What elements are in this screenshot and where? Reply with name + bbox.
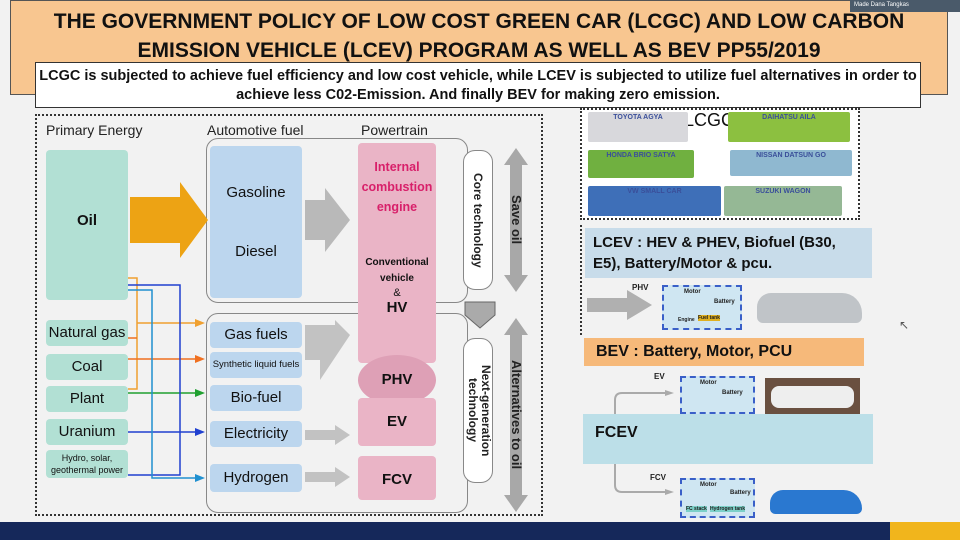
- phv-car-image: [757, 293, 862, 323]
- ice-label: Internal combustion engine: [361, 160, 433, 214]
- alternatives-to-oil-label: Alternatives to oil: [509, 360, 524, 470]
- save-oil-arrow: [504, 148, 528, 292]
- phv-diagram: Motor Battery Engine Fuel tank: [662, 285, 742, 330]
- engine-label: Engine: [678, 317, 695, 323]
- fcv-label: FCV: [650, 473, 666, 482]
- battery-label: Battery: [722, 390, 743, 396]
- ev-diagram: Motor Battery: [680, 376, 755, 414]
- primary-natural-gas: Natural gas: [46, 320, 128, 346]
- fuel-electricity: Electricity: [210, 421, 302, 447]
- conventional-label: Conventional vehicle: [365, 257, 429, 284]
- fcv-diagram: Motor Battery FC stack Hydrogen tank: [680, 478, 755, 518]
- fuel-diesel: Diesel: [235, 243, 277, 260]
- fc-stack-label: FC stack: [686, 506, 707, 512]
- motor-label: Motor: [700, 482, 717, 488]
- fuel-gasoline: Gasoline: [226, 184, 286, 201]
- amp-label: &: [393, 287, 401, 299]
- phv-label: PHV: [632, 283, 649, 292]
- fuel-biofuel: Bio-fuel: [210, 385, 302, 411]
- ev-car-image: [765, 378, 860, 414]
- primary-coal: Coal: [46, 354, 128, 380]
- ice-arrow: [305, 188, 350, 252]
- hv-label: HV: [386, 299, 408, 316]
- fcv-car-image: [770, 490, 862, 514]
- ev-label: EV: [654, 372, 665, 381]
- primary-plant: Plant: [46, 386, 128, 412]
- bottom-bar: [0, 522, 960, 540]
- fuel-hydrogen: Hydrogen: [210, 464, 302, 492]
- fcev-banner: FCEV: [583, 414, 873, 464]
- header-powertrain: Powertrain: [361, 122, 428, 138]
- primary-hydro-solar: Hydro, solar, geothermal power: [46, 450, 128, 478]
- oil-arrow: [130, 182, 208, 258]
- primary-oil: Oil: [46, 150, 128, 300]
- car-image: NISSAN DATSUN GO: [730, 150, 852, 176]
- primary-uranium: Uranium: [46, 419, 128, 445]
- battery-label: Battery: [730, 490, 751, 496]
- bev-banner: BEV : Battery, Motor, PCU: [584, 338, 864, 366]
- header-primary-energy: Primary Energy: [46, 122, 143, 138]
- fuel-gasoline-diesel: Gasoline Diesel: [210, 146, 302, 298]
- hydrogen-tank-label: Hydrogen tank: [710, 506, 746, 512]
- car-image: VW SMALL CAR: [588, 186, 721, 216]
- fuel-gas: Gas fuels: [210, 322, 302, 348]
- car-image: SUZUKI WAGON: [724, 186, 842, 216]
- next-generation-technology-label: Next-generation technology: [463, 338, 493, 483]
- powertrain-ev: EV: [358, 398, 436, 446]
- motor-label: Motor: [700, 380, 717, 386]
- fuel-synthetic: Synthetic liquid fuels: [210, 352, 302, 378]
- car-image: HONDA BRIO SATYA: [588, 150, 694, 178]
- header-automotive-fuel: Automotive fuel: [207, 122, 304, 138]
- powertrain-ice: Internal combustion engine Conventional …: [358, 143, 436, 363]
- lcgc-label: LCGC: [684, 110, 735, 130]
- fuel-tank-label: Fuel tank: [698, 315, 720, 321]
- car-image: TOYOTA AGYA: [588, 112, 688, 142]
- battery-label: Battery: [714, 299, 735, 305]
- bottom-accent: [890, 522, 960, 540]
- connector-arrows: [128, 148, 528, 512]
- slide-subtitle: LCGC is subjected to achieve fuel effici…: [35, 62, 921, 108]
- car-image: DAIHATSU AILA: [728, 112, 850, 142]
- powertrain-fcv: FCV: [358, 456, 436, 500]
- participant-name: Made Dana Tangkas: [850, 0, 960, 12]
- ev-fcv-arrows: [614, 390, 674, 495]
- phv-arrow: [587, 290, 652, 320]
- mouse-cursor-icon: ↖: [899, 318, 910, 332]
- powertrain-phv: PHV: [358, 355, 436, 405]
- motor-label: Motor: [684, 289, 701, 295]
- lcev-banner: LCEV : HEV & PHEV, Biofuel (B30, E5), Ba…: [585, 228, 872, 278]
- core-technology-label: Core technology: [463, 150, 493, 290]
- energy-diagram: [35, 114, 543, 516]
- alt-oil-arrow: [504, 318, 528, 512]
- save-oil-label: Save oil: [509, 195, 524, 245]
